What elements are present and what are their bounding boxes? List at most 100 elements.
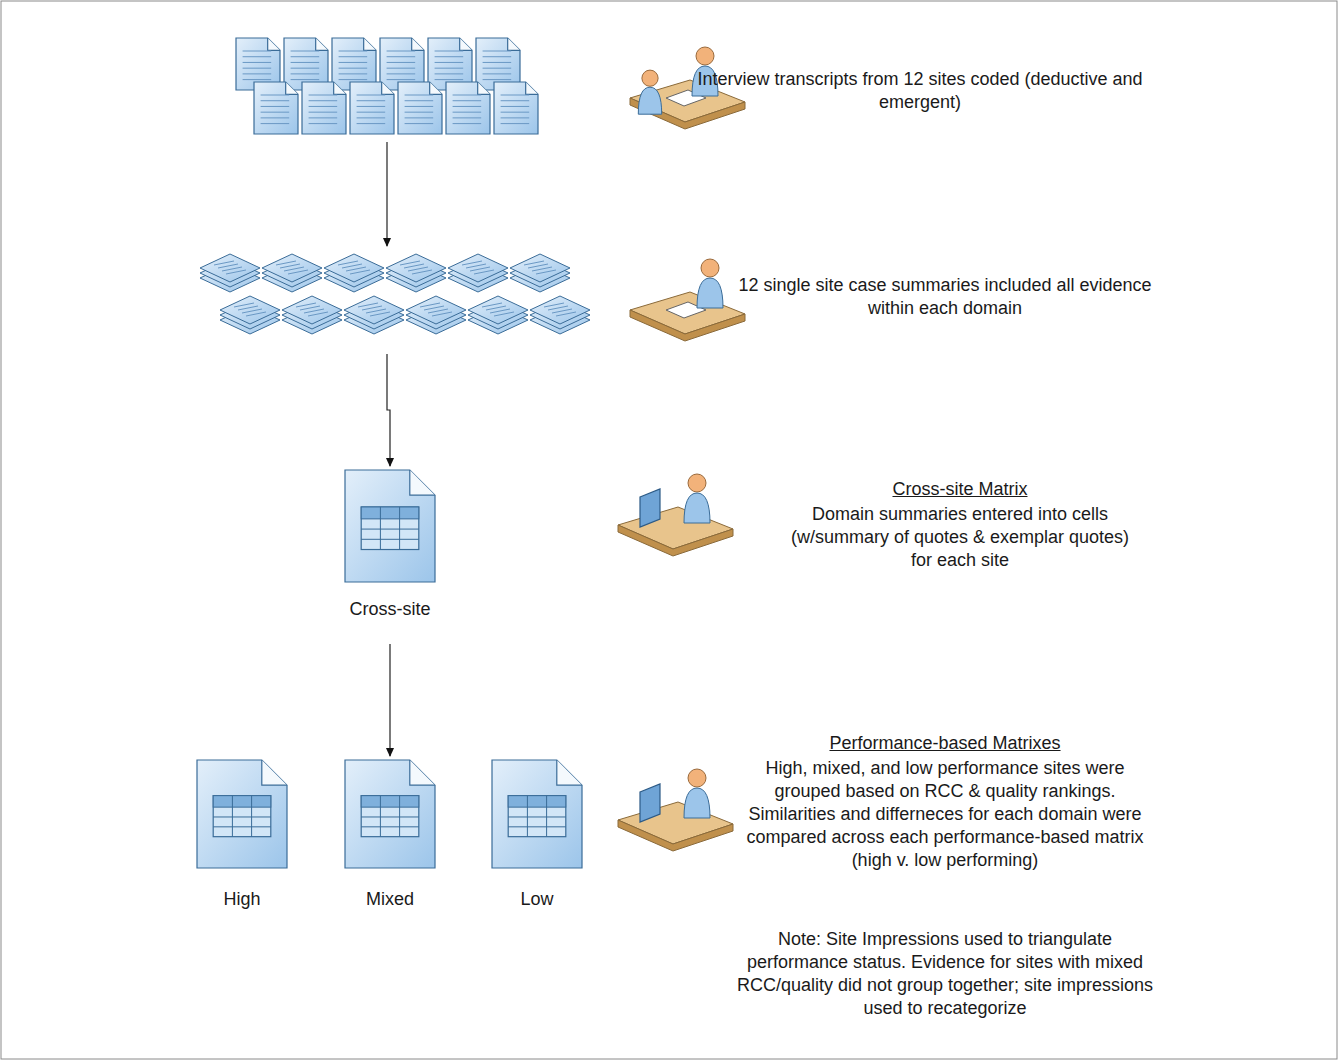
text-line [280,264,300,268]
text-line [338,261,358,265]
table-line [361,816,419,817]
document-fold [286,82,298,94]
person-body [684,788,710,818]
document-stack: Interview transcripts from 12 sites code… [190,38,550,138]
table-line [399,507,400,550]
document-fold [382,82,394,94]
text-line [222,267,242,271]
text-line [309,123,338,124]
sheet-shape [530,296,590,324]
text-line [234,303,254,307]
document-fold [268,38,280,50]
text-line [339,68,368,69]
text-line [501,100,530,101]
desk-edge [618,820,733,851]
node-text: 12 single site case summaries included a… [725,274,1165,320]
text-line [532,267,552,271]
text-line [261,117,290,118]
table-header [508,796,566,807]
document-fold [334,82,346,94]
sheet-shape [262,254,322,282]
flow-arrow [387,354,390,466]
matrix-document: Low [492,760,582,868]
table-header [213,796,271,807]
monitor-shape [640,489,660,527]
text-line [501,123,530,124]
text-line [405,106,434,107]
desk-shape [618,802,733,844]
text-line [528,264,548,268]
text-line [435,56,464,57]
text-line [404,264,424,268]
sheet-shape [282,296,342,324]
table-line [508,816,566,817]
table-line [361,826,419,827]
text-line [432,312,452,316]
text-line [501,106,530,107]
text-line [238,306,258,310]
text-line [405,112,434,113]
text-line [483,68,512,69]
text-line [291,51,320,52]
text-line [304,309,324,313]
matrix-document: High [197,760,287,868]
text-line [483,51,512,52]
text-line [405,100,434,101]
text-line [346,267,366,271]
text-line [408,267,428,271]
table-line [399,796,400,837]
text-line [482,303,502,307]
text-line [357,100,386,101]
text-line [342,264,362,268]
sheet-shape [386,254,446,282]
table-grid [361,507,419,550]
table-header [361,796,419,807]
document-shape [345,760,435,868]
text-line [214,261,234,265]
document-fold [460,38,472,50]
text-line [358,303,378,307]
text-line [405,95,434,96]
table-line [380,796,381,837]
sheet-shape [324,254,384,282]
text-line [243,79,272,80]
note-text: Note: Site Impressions used to triangula… [728,928,1162,1020]
text-line [226,270,246,274]
person-head [696,47,714,65]
text-line [370,312,390,316]
sheet-shape [200,254,260,282]
text-line [453,112,482,113]
person-body [697,278,723,308]
text-line [291,56,320,57]
document-fold [557,760,582,785]
text-line [501,117,530,118]
document-fold [526,82,538,94]
text-line [435,68,464,69]
text-line [483,73,512,74]
text-line [435,62,464,63]
document-fold [508,38,520,50]
text-line [387,73,416,74]
text-line [296,303,316,307]
icon-graphic [345,760,435,868]
person-body [684,493,710,523]
text-line [261,123,290,124]
text-line [544,303,564,307]
document-shape [254,82,298,134]
text-line [536,270,556,274]
text-line [291,79,320,80]
text-line [309,100,338,101]
node-text: Interview transcripts from 12 sites code… [680,68,1160,114]
text-line [405,123,434,124]
text-line [339,73,368,74]
table-line [232,796,233,837]
text-line [357,112,386,113]
text-line [350,270,370,274]
document-shape [398,82,442,134]
text-line [483,62,512,63]
document-fold [430,82,442,94]
text-line [435,73,464,74]
text-line [261,100,290,101]
matrix-document: Mixed [345,760,435,868]
